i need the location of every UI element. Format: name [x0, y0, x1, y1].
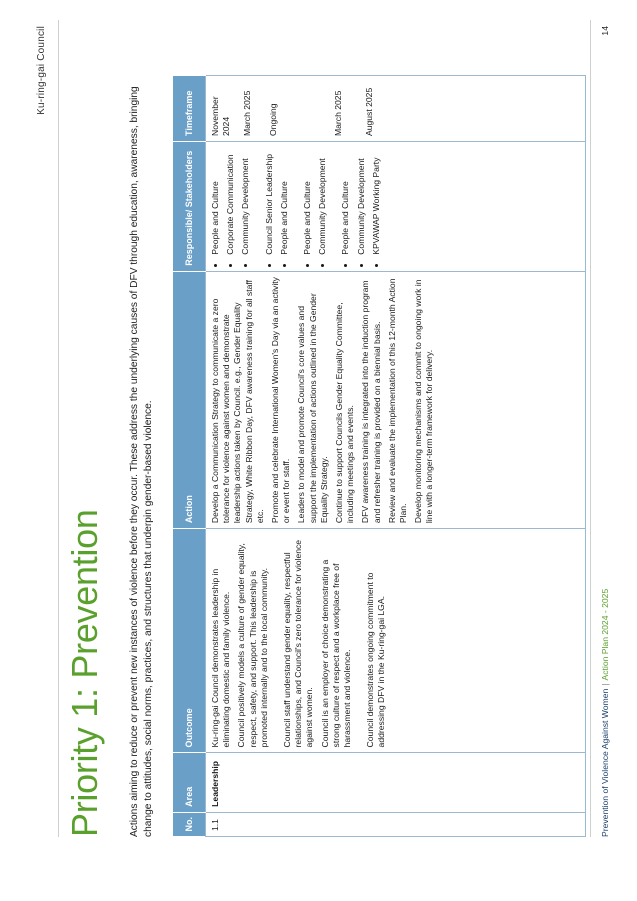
table-row: 1.1 Leadership Ku-ring-gai Council demon…: [205, 75, 586, 837]
cell-stakeholders: People and Culture Corporate Communicati…: [205, 141, 586, 272]
footer-document-title: Prevention of Violence Against Women: [600, 688, 610, 837]
timeframe-item: Ongoing: [267, 103, 278, 137]
footer-plan-title: Action Plan 2024 - 2025: [600, 588, 610, 681]
action-item: Continue to support Councils Gender Equa…: [334, 302, 356, 524]
header-timeframe: Timeframe: [173, 75, 206, 142]
timeframe-item: November 2024: [210, 96, 232, 137]
list-item: Community Development: [240, 147, 251, 254]
cell-action: Develop a Communication Strategy to comm…: [205, 271, 586, 529]
cell-outcome: Ku-ring-gai Council demonstrates leaders…: [205, 528, 586, 753]
action-item: DFV awareness training is integrated int…: [360, 280, 382, 524]
action-item: Review and evaluate the implementation o…: [386, 278, 409, 524]
outcome-item: Council is an employer of choice demonst…: [319, 559, 353, 748]
footer: Prevention of Violence Against Women | Act…: [600, 589, 610, 837]
action-plan-table: No. Area Outcome Action Responsible/ Sta…: [173, 75, 586, 837]
header-action: Action: [173, 271, 206, 529]
cell-timeframe: November 2024 March 2025 Ongoing March 2…: [205, 75, 586, 142]
list-item: People and Culture: [279, 147, 290, 255]
list-item: Community Development: [356, 147, 367, 254]
timeframe-item: March 2025: [332, 90, 343, 137]
list-item: People and Culture: [210, 147, 221, 255]
header-no: No.: [173, 812, 206, 837]
footer-divider: [590, 20, 591, 837]
page-number: 14: [600, 26, 610, 36]
list-item: KPVAWAP Working Party: [371, 147, 382, 255]
outcome-item: Council positively models a culture of g…: [236, 543, 269, 748]
action-item: Leaders to model and promote Council's c…: [296, 293, 329, 524]
intro-paragraph: Actions aiming to reduce or prevent new …: [129, 86, 154, 837]
table-header-row: No. Area Outcome Action Responsible/ Sta…: [173, 75, 206, 837]
cell-area: Leadership: [205, 752, 586, 813]
list-item: People and Culture: [340, 147, 351, 255]
page-title: Priority 1: Prevention: [64, 509, 105, 837]
list-item: Corporate Communication: [225, 147, 236, 254]
cell-no: 1.1: [205, 812, 586, 837]
outcome-item: Council staff understand gender equality…: [282, 539, 315, 748]
list-item: Community Development: [317, 147, 328, 254]
header-divider: [58, 20, 59, 837]
stakeholder-list: People and Culture Corporate Communicati…: [210, 147, 382, 266]
outcome-item: Council demonstrates ongoing commitment …: [365, 572, 387, 748]
list-item: Council Senior Leadership: [264, 147, 275, 255]
outcome-item: Ku-ring-gai Council demonstrates leaders…: [210, 568, 232, 748]
timeframe-item: March 2025: [242, 90, 253, 137]
action-item: Develop a Communication Strategy to comm…: [210, 279, 265, 524]
action-item: Promote and celebrate International Wome…: [270, 277, 292, 524]
header-outcome: Outcome: [173, 528, 206, 753]
header-responsible: Responsible/ Stakeholders: [173, 141, 206, 272]
header-area: Area: [173, 752, 206, 813]
action-item: Develop monitoring mechanisms and commit…: [413, 279, 435, 524]
council-brand: Ku-ring-gai Council: [36, 26, 47, 115]
footer-separator: |: [600, 683, 610, 686]
timeframe-item: August 2025: [364, 87, 375, 137]
list-item: People and Culture: [302, 147, 313, 255]
